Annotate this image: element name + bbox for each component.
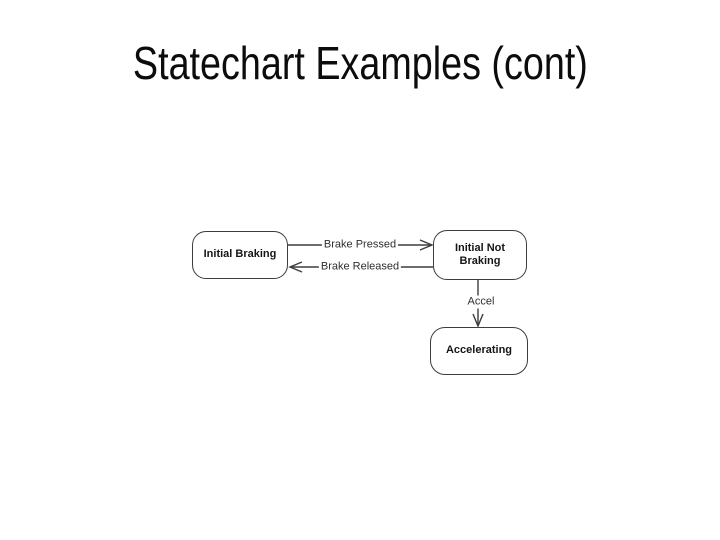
transition-label-brake-pressed: Brake Pressed [321,238,399,252]
state-initial-braking-label: Initial Braking [203,248,277,261]
state-initial-braking: Initial Braking [192,231,288,279]
slide-title-text: Statechart Examples (cont) [132,37,588,89]
arrowhead-left-icon [288,261,303,273]
arrowhead-down-icon [472,313,484,328]
state-accelerating-label: Accelerating [445,344,513,357]
arrowhead-right-icon [419,239,434,251]
transition-label-brake-released: Brake Released [318,260,402,274]
slide-title: Statechart Examples (cont) [0,38,720,89]
transition-label-accel: Accel [465,295,497,309]
state-initial-not-braking-label: Initial Not Braking [454,241,506,267]
state-initial-not-braking: Initial Not Braking [433,230,527,280]
state-accelerating: Accelerating [430,327,528,375]
